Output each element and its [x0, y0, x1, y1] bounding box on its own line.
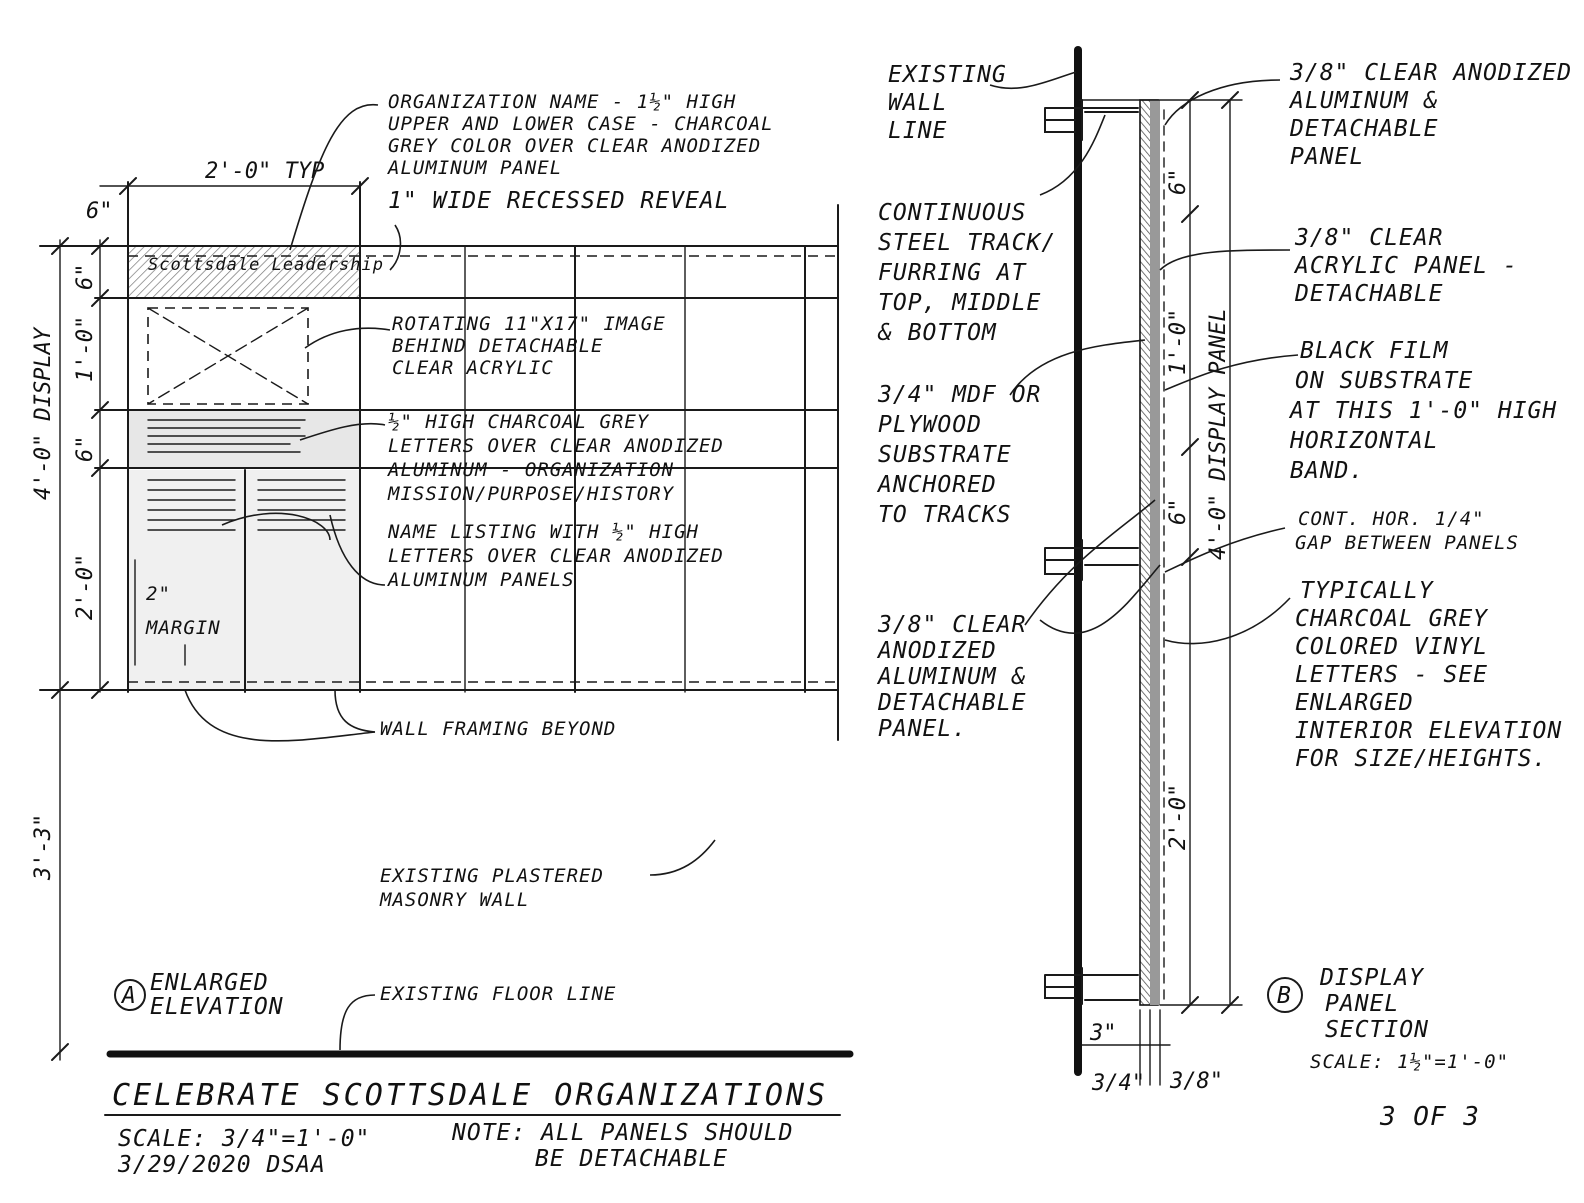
reveal-leader: [389, 224, 402, 271]
display-panel-section: 6" 1'-0" 6" 2'-0" 4'-0" DISPLAY PANEL 3"…: [876, 46, 1584, 1096]
section-dim-6a: 6": [1166, 169, 1191, 196]
name-listing-lines-left: [147, 479, 236, 531]
rotating-note: ROTATING 11"X17" IMAGE BEHIND DETACHABLE…: [392, 313, 678, 379]
elevation-tag-letter: A: [120, 983, 137, 1009]
image-placeholder: [147, 307, 309, 405]
alum-low-leader: [1024, 499, 1156, 626]
vinyl-leader: [1164, 597, 1291, 645]
elevation-tag-title: ENLARGED ELEVATION: [150, 970, 284, 1020]
band-dim-3: 6": [73, 436, 98, 463]
section-tag-letter: B: [1277, 983, 1292, 1009]
section-dim-6b: 6": [1166, 499, 1191, 526]
acrylic-note: 3/8" CLEAR ACRYLIC PANEL - DETACHABLE: [1293, 225, 1533, 307]
alum-top-note: 3/8" CLEAR ANODIZED ALUMINUM & DETACHABL…: [1288, 60, 1584, 170]
black-film-note: BLACK FILM ON SUBSTRATE AT THIS 1'-0" HI…: [1288, 338, 1572, 484]
gap-leader: [1164, 527, 1286, 573]
names-note: NAME LISTING WITH ½" HIGH LETTERS OVER C…: [387, 521, 736, 591]
steel-track-bottom: [1044, 967, 1139, 1005]
rotating-leader: [304, 327, 391, 349]
names-leader: [329, 514, 386, 586]
mdf-note: 3/4" MDF OR PLYWOOD SUBSTRATE ANCHORED T…: [876, 382, 1056, 528]
names-leader: [221, 512, 331, 541]
enlarged-elevation: 2'-0" TYP 6" 6" 1'-0" 6" 2'-0" 4'-0" DIS…: [31, 91, 854, 1061]
name-band-shading: [128, 246, 360, 298]
margin-label: MARGIN: [145, 617, 221, 639]
elevation-tag-circle: [114, 979, 146, 1011]
band-dim-2: 1'-0": [73, 316, 98, 382]
band-dim-1: 6": [73, 264, 98, 291]
alum-top-leader: [1164, 79, 1281, 126]
dim-ticks: [51, 177, 369, 1061]
org-name-note: ORGANIZATION NAME - 1½" HIGH UPPER AND L…: [387, 91, 786, 179]
floor-note: EXISTING FLOOR LINE: [380, 983, 616, 1005]
steel-track-top: [1044, 99, 1139, 141]
detachable-note: NOTE: ALL PANELS SHOULD BE DETACHABLE: [451, 1120, 808, 1172]
section-dim-34: 3/4": [1091, 1071, 1145, 1096]
framing-leader: [184, 689, 376, 742]
sheet-title: CELEBRATE SCOTTSDALE ORGANIZATIONS: [112, 1078, 828, 1113]
letters-leader: [299, 422, 386, 441]
section-tag-circle: [1267, 977, 1303, 1013]
framing-leader: [334, 689, 376, 733]
section-dim-3: 3": [1089, 1021, 1117, 1046]
section-scale: SCALE: 1½"=1'-0": [1310, 1051, 1509, 1073]
section-display-dim: 4'-0" DISPLAY PANEL: [1206, 308, 1231, 560]
film-leader: [1164, 354, 1299, 391]
plastered-leader: [649, 839, 716, 876]
section-dim-1: 1'-0": [1166, 309, 1191, 375]
letters-band-shading: [128, 410, 360, 468]
reveal-note: 1" WIDE RECESSED REVEAL: [388, 188, 730, 214]
width-dim: 2'-0" TYP: [205, 159, 324, 184]
sheet-date: 3/29/2020 DSAA: [117, 1152, 326, 1178]
display-dim: 4'-0" DISPLAY: [31, 326, 56, 500]
title-block: CELEBRATE SCOTTSDALE ORGANIZATIONS SCALE…: [104, 1078, 1480, 1178]
top-margin-dim: 6": [86, 199, 113, 224]
letters-note: ½" HIGH CHARCOAL GREY LETTERS OVER CLEAR…: [387, 411, 736, 505]
wall-leader: [989, 71, 1077, 90]
wall-line-note: EXISTING WALL LINE: [888, 62, 1022, 144]
top-panel: [1150, 100, 1160, 450]
org-name-leader: [289, 103, 379, 251]
alum-low-leader: [1039, 564, 1161, 634]
track-leader: [1039, 114, 1106, 196]
section-tag-title: DISPLAY PANEL SECTION: [1319, 965, 1439, 1043]
acrylic-leader: [1159, 249, 1291, 271]
sheet-number: 3 OF 3: [1379, 1102, 1480, 1132]
mission-text-lines: [147, 419, 306, 453]
section-dim-2: 2'-0": [1166, 784, 1191, 850]
steel-track-middle: [1044, 539, 1139, 581]
alum-low-note: 3/8" CLEAR ANODIZED ALUMINUM & DETACHABL…: [876, 612, 1041, 742]
mdf-leader: [1009, 339, 1146, 396]
steel-track-note: CONTINUOUS STEEL TRACK/ FURRING AT TOP, …: [877, 200, 1071, 346]
plastered-wall-note: EXISTING PLASTERED MASONRY WALL: [379, 865, 616, 911]
below-dim: 3'-3": [31, 814, 56, 881]
panel-title: Scottsdale Leadership: [148, 255, 384, 275]
lower-panel: [1150, 450, 1160, 1005]
gap-note: CONT. HOR. 1/4" GAP BETWEEN PANELS: [1295, 508, 1519, 554]
elevation-scale: SCALE: 3/4"=1'-0": [118, 1126, 370, 1152]
vinyl-note: TYPICALLY CHARCOAL GREY COLORED VINYL LE…: [1295, 578, 1577, 772]
section-dim-38: 3/8": [1169, 1069, 1223, 1094]
margin-dim: 2": [146, 583, 171, 605]
band-dim-4: 2'-0": [73, 554, 98, 620]
wall-framing-note: WALL FRAMING BEYOND: [380, 718, 616, 740]
image-cross: [147, 307, 309, 405]
floor-leader: [339, 994, 376, 1051]
